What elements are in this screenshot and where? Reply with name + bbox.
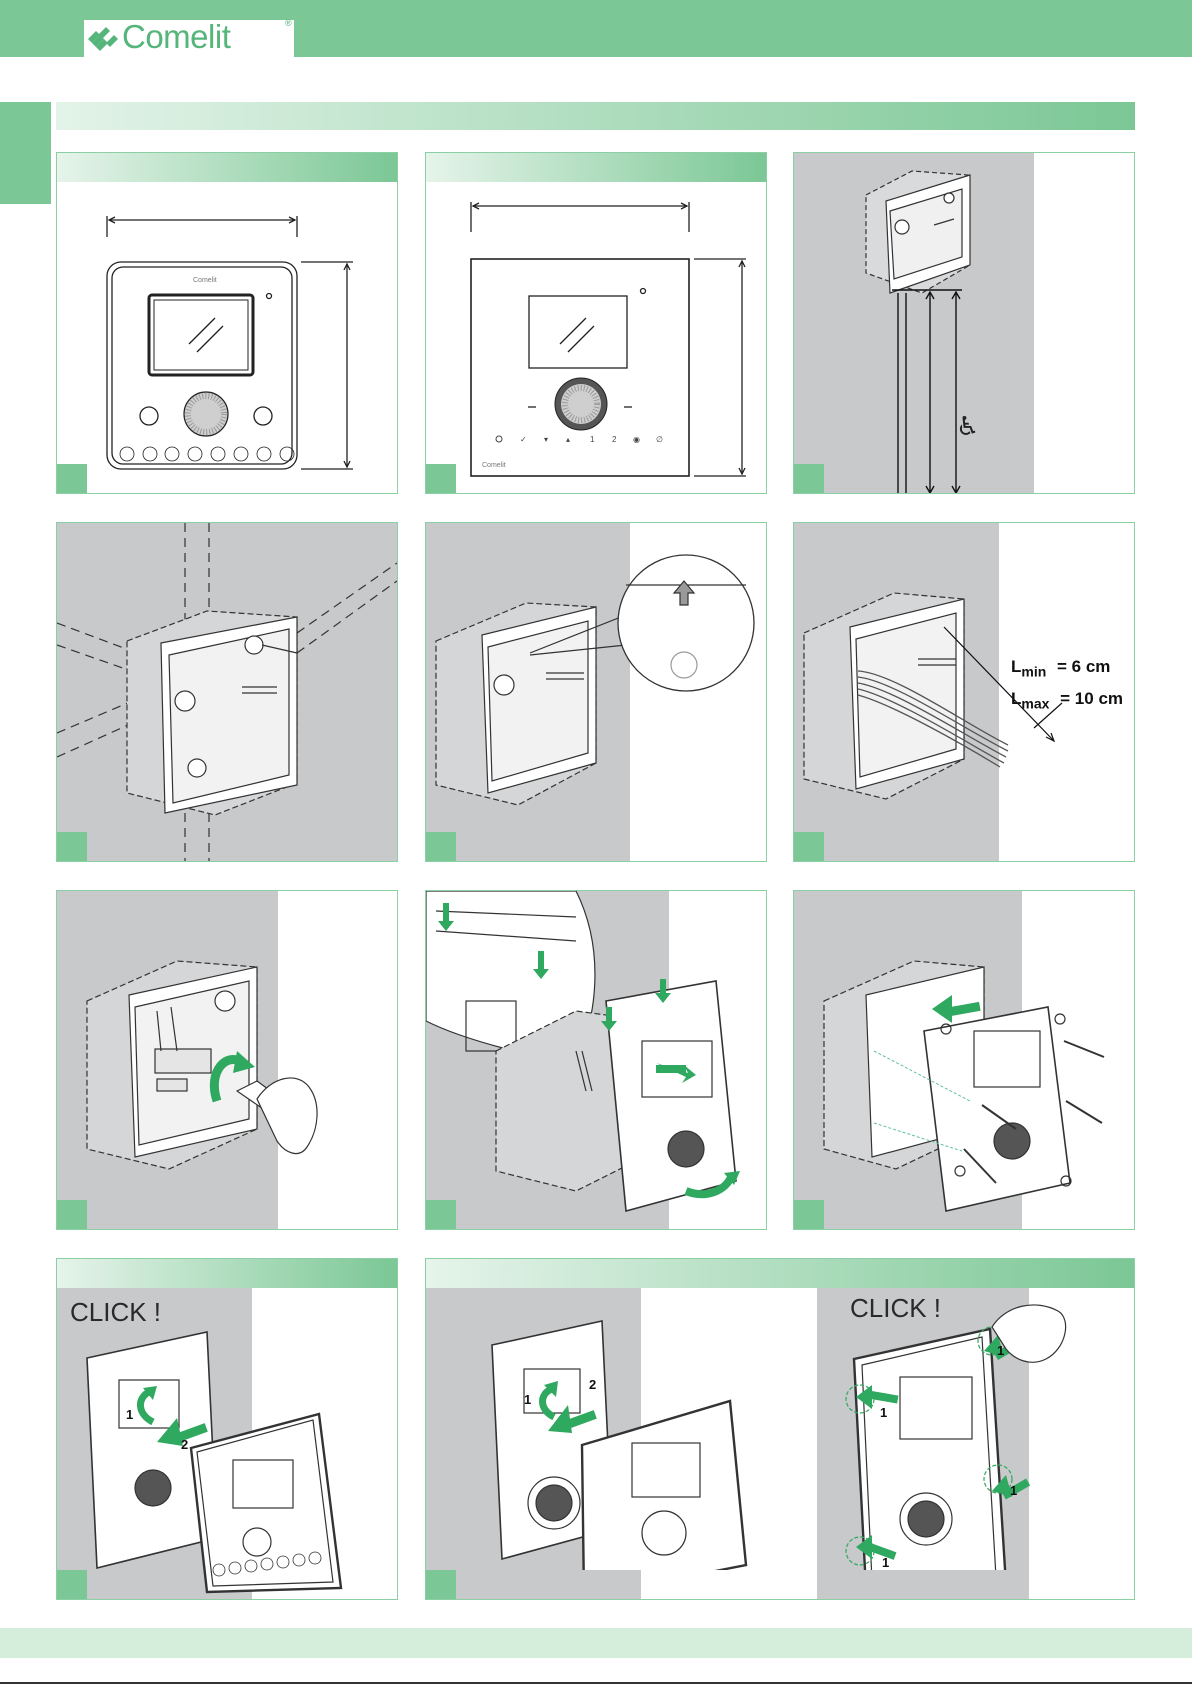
step-1-label: 1 <box>997 1343 1004 1358</box>
figure-10-header <box>57 1259 397 1288</box>
figure-4-badge <box>57 832 87 861</box>
brand-small: Comelit <box>193 277 217 284</box>
figure-2-badge <box>426 464 456 493</box>
figure-10-drawing <box>57 1288 397 1599</box>
step-1-label: 1 <box>882 1555 889 1570</box>
figure-9-panel <box>793 890 1135 1230</box>
svg-text:2: 2 <box>612 435 617 444</box>
arrow-right-icon <box>656 1065 686 1073</box>
figure-6-panel: Lmin = 6 cm Lmax = 10 cm <box>793 522 1135 862</box>
figure-4-drawing <box>57 523 397 861</box>
step-2-label: 2 <box>181 1437 188 1452</box>
click-callout: CLICK ! <box>850 1293 941 1324</box>
svg-text:✓: ✓ <box>520 435 527 444</box>
figure-6-badge <box>794 832 824 861</box>
figure-2-panel: ✓ ▾ ▴ 1 2 ◉ ∅ Comelit <box>425 152 767 494</box>
figure-3-drawing: ♿ <box>794 153 1134 493</box>
figure-10-panel: CLICK ! 1 2 <box>56 1258 398 1600</box>
figure-8-drawing <box>426 891 766 1229</box>
figure-1-panel: Comelit <box>56 152 398 494</box>
lmax-label: Lmax = 10 cm <box>1011 689 1123 711</box>
footer-bar <box>0 1628 1192 1658</box>
figure-2-header <box>426 153 766 182</box>
svg-text:▴: ▴ <box>566 435 570 444</box>
comelit-logo: Comelit ® <box>84 20 294 57</box>
lmin-label: Lmin = 6 cm <box>1011 657 1110 679</box>
figure-9-drawing <box>794 891 1134 1229</box>
figure-5-panel <box>425 522 767 862</box>
brand-small: Comelit <box>482 462 506 469</box>
step-2-label: 2 <box>589 1377 596 1392</box>
step-1-label: 1 <box>880 1405 887 1420</box>
footer-line <box>0 1682 1192 1684</box>
svg-text:◉: ◉ <box>633 435 640 444</box>
figure-8-badge <box>426 1200 456 1229</box>
svg-text:▾: ▾ <box>544 435 548 444</box>
figure-7-drawing <box>57 891 397 1229</box>
figure-5-badge <box>426 832 456 861</box>
figure-8-panel <box>425 890 767 1230</box>
figure-3-badge <box>794 464 824 493</box>
section-heading-bar <box>56 102 1135 130</box>
wheelchair-icon: ♿ <box>956 412 979 442</box>
registered-mark: ® <box>285 18 292 28</box>
figure-7-badge <box>57 1200 87 1229</box>
figure-10-badge <box>57 1570 87 1599</box>
figure-4-panel <box>56 522 398 862</box>
brand-name: Comelit <box>122 18 230 56</box>
figure-5-drawing <box>426 523 766 861</box>
svg-text:1: 1 <box>590 435 595 444</box>
step-1-label: 1 <box>1010 1483 1017 1498</box>
figure-2-drawing: ✓ ▾ ▴ 1 2 ◉ ∅ <box>426 182 766 492</box>
figure-11-panel: ⏚ ✓ ▾ ▴ 1 2 ◉ ∅ 1 <box>425 1258 1135 1600</box>
figure-3-panel: ♿ <box>793 152 1135 494</box>
figure-7-panel <box>56 890 398 1230</box>
step-1-label: 1 <box>126 1407 133 1422</box>
figure-11-badge <box>426 1570 456 1599</box>
figure-1-drawing <box>57 182 397 492</box>
step-1-label: 1 <box>524 1392 531 1407</box>
figure-11-drawing: ⏚ ✓ ▾ ▴ 1 2 ◉ ∅ <box>426 1259 1134 1570</box>
side-tab <box>0 102 51 204</box>
figure-9-badge <box>794 1200 824 1229</box>
logo-mark-icon <box>86 24 122 54</box>
svg-text:∅: ∅ <box>656 435 663 444</box>
figure-1-badge <box>57 464 87 493</box>
figure-1-header <box>57 153 397 182</box>
